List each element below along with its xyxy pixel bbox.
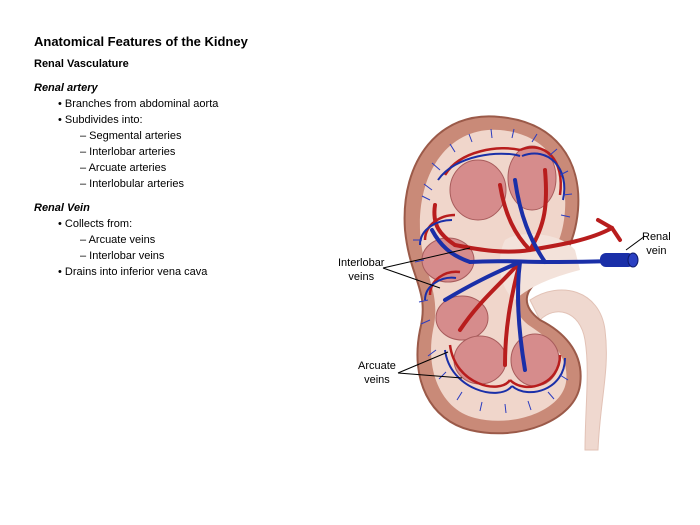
interlobular-vessels bbox=[413, 128, 573, 414]
vein-item: • Collects from: bbox=[58, 218, 133, 230]
label-interlobar-veins: Interlobar veins bbox=[338, 256, 384, 284]
renal-vein-trunk bbox=[600, 253, 634, 267]
artery-subitem: – Segmental arteries bbox=[80, 130, 182, 142]
label-line: Renal bbox=[642, 231, 671, 243]
ureter bbox=[529, 289, 607, 451]
vein-heading: Renal Vein bbox=[34, 202, 90, 214]
label-line: veins bbox=[364, 374, 390, 386]
artery-item: • Branches from abdominal aorta bbox=[58, 98, 219, 110]
leader-lines bbox=[382, 235, 646, 379]
artery-subitem: – Arcuate arteries bbox=[80, 162, 167, 174]
label-line: vein bbox=[646, 245, 667, 257]
vein-subitem: – Interlobar veins bbox=[80, 250, 165, 262]
page-title: Anatomical Features of the Kidney bbox=[34, 34, 248, 49]
label-line: Interlobar bbox=[338, 257, 385, 269]
label-line: veins bbox=[348, 271, 375, 283]
veins bbox=[430, 178, 632, 372]
vein-item: • Drains into inferior vena cava bbox=[58, 266, 208, 278]
label-renal-vein: Renal vein bbox=[642, 230, 671, 258]
section-subtitle: Renal Vasculature bbox=[34, 58, 129, 70]
artery-item: • Subdivides into: bbox=[58, 114, 143, 126]
artery-subitem: – Interlobar arteries bbox=[80, 146, 176, 158]
artery-heading: Renal artery bbox=[34, 82, 98, 94]
arteries bbox=[432, 168, 622, 367]
label-arcuate-veins: Arcuate veins bbox=[358, 359, 396, 387]
artery-subitem: – Interlobular arteries bbox=[80, 178, 184, 190]
arcuate-veins bbox=[419, 152, 566, 394]
label-line: Arcuate bbox=[358, 360, 396, 372]
vein-subitem: – Arcuate veins bbox=[80, 234, 156, 246]
